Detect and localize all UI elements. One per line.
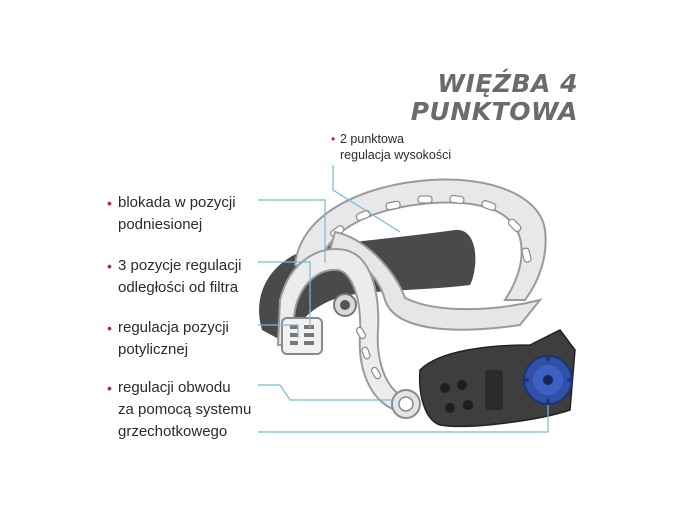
label-line: 3 pozycje regulacji bbox=[118, 257, 242, 274]
ratchet-housing-slots bbox=[440, 370, 503, 413]
crown-strap bbox=[293, 178, 547, 301]
leader-filter bbox=[258, 261, 311, 328]
leader-top bbox=[332, 165, 401, 233]
crown-strap-slots bbox=[330, 194, 532, 263]
bullet-icon: • bbox=[107, 258, 112, 274]
bullet-icon: • bbox=[107, 195, 112, 211]
label-occipital-adjustment: • regulacja pozycji potylicznej bbox=[107, 317, 229, 361]
label-line: potylicznej bbox=[118, 341, 189, 358]
label-line: 2 punktowa bbox=[340, 132, 404, 146]
label-line: podniesionej bbox=[118, 216, 203, 233]
title-line-1: WIĘŹBA 4 bbox=[437, 69, 578, 98]
bullet-icon: • bbox=[331, 132, 336, 146]
bullet-icon: • bbox=[107, 320, 112, 336]
label-line: grzechotkowego bbox=[118, 423, 228, 440]
side-frame-slots bbox=[355, 326, 382, 380]
label-lock-raised: • blokada w pozycji podniesionej bbox=[107, 192, 236, 236]
title-line-2: PUNKTOWA bbox=[410, 97, 578, 126]
label-filter-distance: • 3 pozycje regulacji odległości od filt… bbox=[107, 255, 242, 299]
leader-lock bbox=[258, 199, 326, 263]
label-line: za pomocą systemu bbox=[118, 401, 252, 418]
leader-occipital bbox=[258, 324, 299, 338]
leader-lines bbox=[258, 165, 549, 433]
label-line: blokada w pozycji bbox=[118, 194, 236, 211]
leader-ratchet-loop bbox=[258, 384, 394, 401]
front-loop bbox=[391, 389, 421, 419]
label-line: regulacja pozycji bbox=[118, 319, 229, 336]
ratchet-knob bbox=[523, 355, 573, 405]
label-line: odległości od filtra bbox=[118, 279, 239, 296]
pivot-screw bbox=[333, 293, 357, 317]
back-strap bbox=[328, 230, 543, 331]
bullet-icon: • bbox=[107, 380, 112, 396]
leader-ratchet-knob bbox=[258, 405, 549, 433]
label-ratchet-adjustment: • regulacji obwodu za pomocą systemu grz… bbox=[107, 377, 252, 443]
page-title: WIĘŹBA 4 PUNKTOWA bbox=[411, 70, 578, 126]
label-line: regulacji obwodu bbox=[118, 379, 231, 396]
filter-distance-adjuster bbox=[281, 317, 323, 355]
label-line: regulacja wysokości bbox=[340, 148, 452, 162]
label-height-adjustment: • 2 punktowa regulacja wysokości bbox=[331, 131, 452, 163]
